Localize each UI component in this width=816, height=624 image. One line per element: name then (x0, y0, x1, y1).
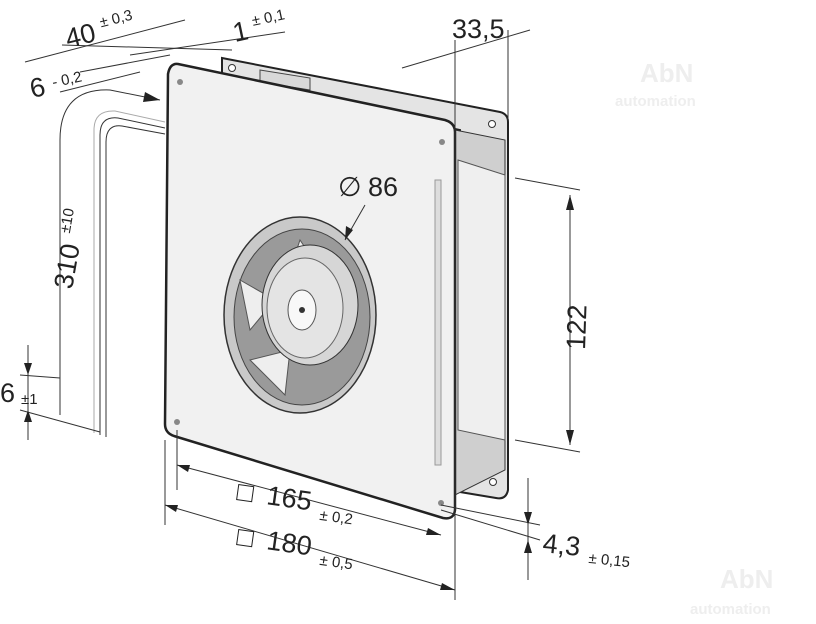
svg-text:AbN: AbN (640, 58, 693, 88)
watermark-bottom: AbN automation (690, 564, 773, 618)
arrowheads (24, 92, 574, 590)
dim-housing-depth: 33,5 (452, 14, 505, 44)
svg-text:□: □ (235, 521, 256, 553)
dim-flange: 6 - 0,2 (27, 68, 84, 103)
svg-text:AbN: AbN (720, 564, 773, 594)
svg-text:180: 180 (265, 525, 314, 561)
dimension-lines (19, 19, 581, 600)
svg-text:165: 165 (265, 480, 314, 516)
dim-plate-thickness: 1 ± 0,1 (230, 6, 286, 48)
dim-hole-diameter: 4,3 ± 0,15 (541, 528, 631, 571)
svg-text:± 0,3: ± 0,3 (98, 7, 134, 32)
svg-text:310: 310 (48, 241, 85, 291)
svg-text:± 0,2: ± 0,2 (319, 507, 354, 528)
dim-inlet-diameter: ∅ 86 (338, 172, 398, 202)
dim-wire-length: 310 ±10 (48, 207, 85, 291)
svg-text:40: 40 (62, 17, 98, 53)
dim-hole-spacing: □ 165 ± 0,2 (235, 476, 354, 528)
svg-text:86: 86 (368, 172, 398, 202)
svg-text:automation: automation (615, 93, 696, 110)
svg-text:automation: automation (690, 601, 771, 618)
dim-height: 122 (561, 304, 593, 350)
svg-text:□: □ (235, 476, 256, 508)
lead-wires (93, 110, 166, 437)
svg-text:- 0,2: - 0,2 (51, 68, 84, 91)
svg-text:6: 6 (27, 71, 48, 103)
svg-text:±1: ±1 (21, 391, 38, 408)
dim-wire-strip: 6 ±1 (0, 378, 38, 408)
fan-housing (259, 69, 506, 496)
watermark-top: AbN automation (615, 58, 696, 110)
svg-text:± 0,15: ± 0,15 (588, 550, 631, 571)
dim-plate-size: □ 180 ± 0,5 (235, 521, 354, 573)
svg-text:4,3: 4,3 (541, 528, 581, 562)
impeller (223, 216, 377, 414)
svg-text:±10: ±10 (57, 207, 78, 234)
svg-text:∅: ∅ (338, 172, 362, 202)
svg-text:6: 6 (0, 378, 15, 408)
svg-text:± 0,1: ± 0,1 (250, 6, 286, 30)
svg-text:1: 1 (230, 15, 251, 47)
svg-text:± 0,5: ± 0,5 (319, 552, 354, 573)
